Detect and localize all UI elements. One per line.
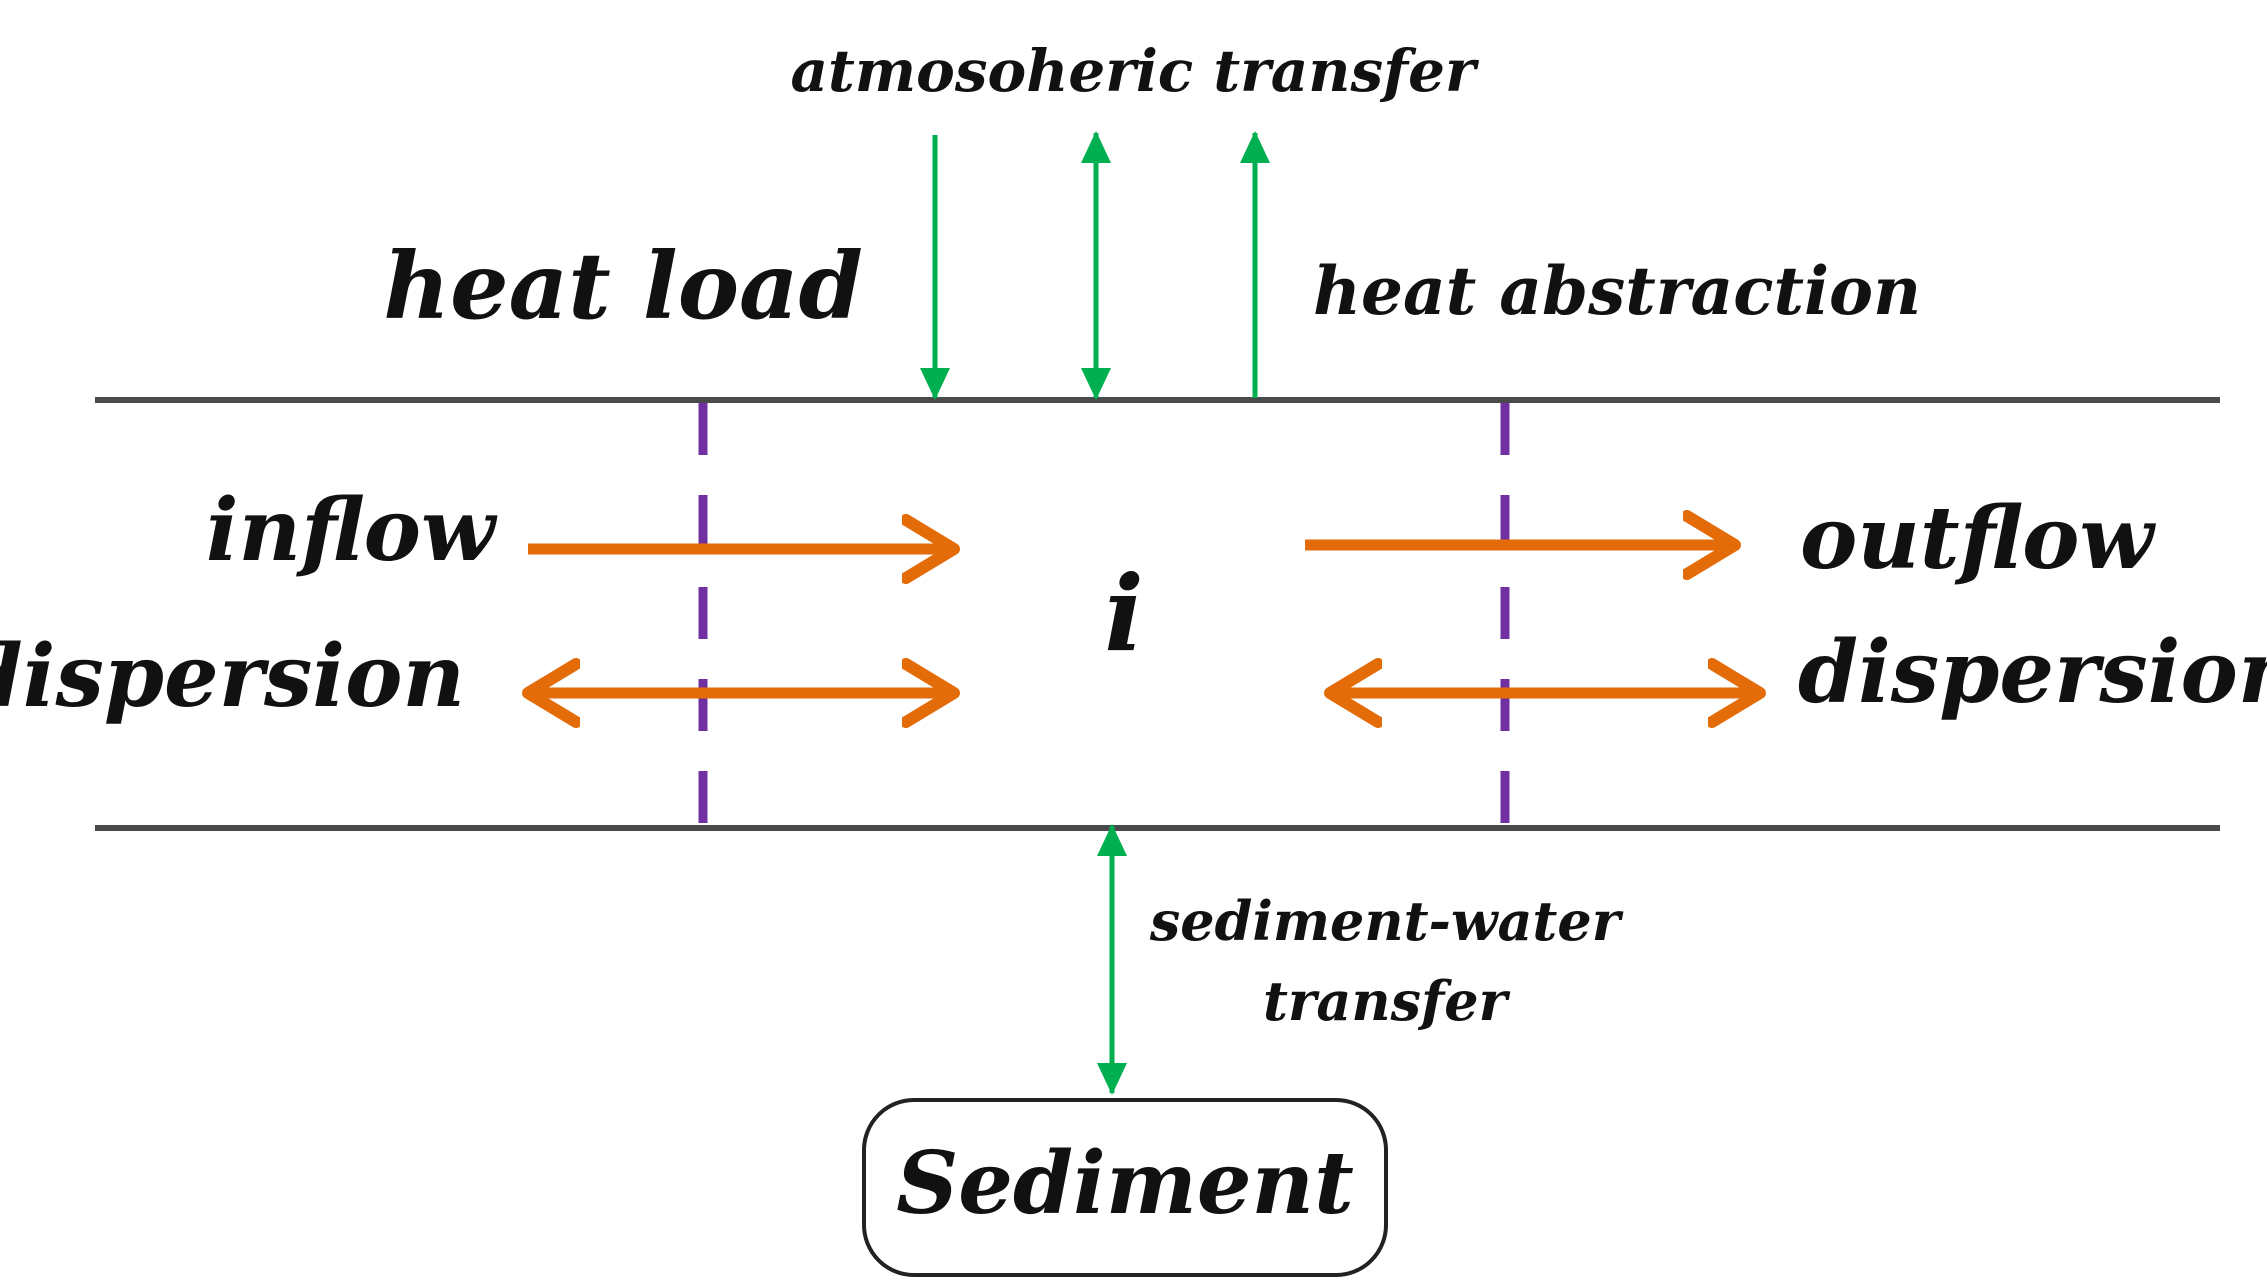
atmospheric-transfer-label: atmosoheric transfer — [790, 37, 1480, 105]
sediment-label: Sediment — [896, 1133, 1354, 1234]
heat-load-label: heat load — [383, 232, 863, 340]
heat-abstraction-label: heat abstraction — [1313, 252, 1921, 330]
segment-i-label: i — [1104, 552, 1144, 675]
sediment-box — [862, 1098, 1388, 1277]
outflow-label: outflow — [1800, 488, 2157, 589]
sediment-water-label-line2: transfer — [1263, 969, 1511, 1033]
dispersion-right-label: dispersion — [1798, 622, 2267, 723]
inflow-label: inflow — [206, 480, 498, 581]
sediment-water-label-line1: sediment-water — [1149, 889, 1624, 953]
dispersion-left-label: dispersion — [0, 626, 465, 727]
